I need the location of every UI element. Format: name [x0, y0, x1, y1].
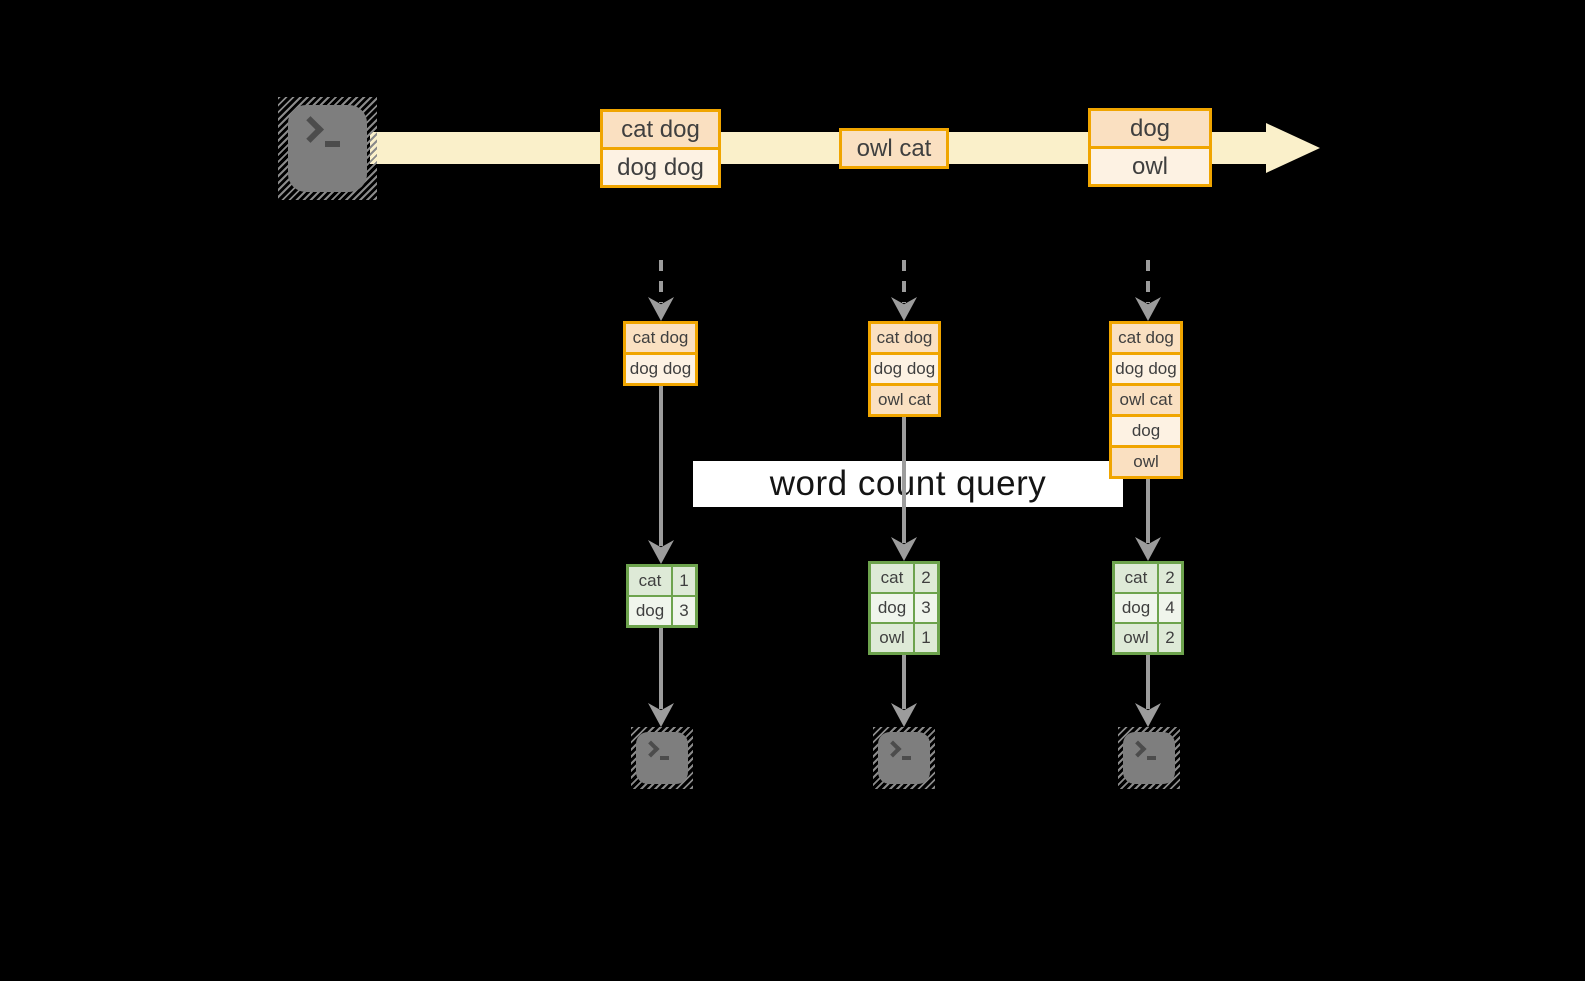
stream-batch-3: dog owl [1088, 108, 1212, 187]
word-cell: owl [871, 624, 913, 652]
arrow-down-icon [1135, 479, 1161, 561]
table-row: dog 3 [871, 594, 937, 622]
word-cell: cat [871, 564, 913, 592]
state-line: cat dog [1112, 324, 1180, 352]
dashed-arrow-down-icon [1135, 260, 1161, 321]
dashed-arrow-down-icon [648, 260, 674, 321]
terminal-icon [278, 97, 377, 200]
state-box-1: cat dog dog dog [623, 321, 698, 386]
stream-batch-2: owl cat [839, 128, 949, 169]
batch-line: cat dog [603, 112, 718, 147]
table-row: cat 2 [871, 564, 937, 592]
batch-line: owl cat [842, 131, 946, 166]
table-row: cat 2 [1115, 564, 1181, 592]
prompt-cursor-icon [660, 756, 669, 760]
prompt-chevron-icon [297, 116, 324, 143]
batch-line: owl [1091, 149, 1209, 184]
table-row: cat 1 [629, 567, 695, 595]
table-row: owl 1 [871, 624, 937, 652]
state-line: cat dog [626, 324, 695, 352]
stream-arrowhead-icon [1266, 123, 1320, 173]
state-line: owl [1112, 448, 1180, 476]
count-cell: 2 [1159, 564, 1181, 592]
arrow-down-icon [891, 417, 917, 561]
state-line: owl cat [871, 386, 938, 414]
prompt-cursor-icon [325, 141, 340, 147]
terminal-icon [631, 727, 693, 789]
arrow-down-icon [1135, 655, 1161, 727]
table-row: dog 4 [1115, 594, 1181, 622]
word-cell: owl [1115, 624, 1157, 652]
prompt-chevron-icon [642, 740, 660, 758]
count-table-1: cat 1 dog 3 [626, 564, 698, 628]
terminal-screen [878, 732, 930, 784]
count-cell: 2 [915, 564, 937, 592]
state-line: cat dog [871, 324, 938, 352]
count-table-2: cat 2 dog 3 owl 1 [868, 561, 940, 655]
prompt-chevron-icon [884, 740, 902, 758]
prompt-cursor-icon [902, 756, 911, 760]
state-line: dog [1112, 417, 1180, 445]
stream-batch-1: cat dog dog dog [600, 109, 721, 188]
count-cell: 4 [1159, 594, 1181, 622]
word-cell: cat [629, 567, 671, 595]
dashed-arrow-down-icon [891, 260, 917, 321]
query-label: word count query [693, 461, 1123, 507]
prompt-chevron-icon [1129, 740, 1147, 758]
batch-line: dog [1091, 111, 1209, 146]
table-row: owl 2 [1115, 624, 1181, 652]
word-cell: dog [629, 597, 671, 625]
count-cell: 3 [673, 597, 695, 625]
state-line: dog dog [871, 355, 938, 383]
count-cell: 2 [1159, 624, 1181, 652]
terminal-screen [288, 105, 367, 192]
table-row: dog 3 [629, 597, 695, 625]
batch-line: dog dog [603, 150, 718, 185]
terminal-icon [1118, 727, 1180, 789]
state-box-3: cat dog dog dog owl cat dog owl [1109, 321, 1183, 479]
count-cell: 1 [673, 567, 695, 595]
arrow-down-icon [891, 655, 917, 727]
prompt-cursor-icon [1147, 756, 1156, 760]
state-line: dog dog [626, 355, 695, 383]
word-cell: dog [871, 594, 913, 622]
terminal-screen [636, 732, 688, 784]
state-box-2: cat dog dog dog owl cat [868, 321, 941, 417]
state-line: owl cat [1112, 386, 1180, 414]
word-cell: cat [1115, 564, 1157, 592]
terminal-icon [873, 727, 935, 789]
word-cell: dog [1115, 594, 1157, 622]
state-line: dog dog [1112, 355, 1180, 383]
count-cell: 1 [915, 624, 937, 652]
count-cell: 3 [915, 594, 937, 622]
terminal-screen [1123, 732, 1175, 784]
arrow-down-icon [648, 386, 674, 564]
arrow-down-icon [648, 628, 674, 727]
count-table-3: cat 2 dog 4 owl 2 [1112, 561, 1184, 655]
